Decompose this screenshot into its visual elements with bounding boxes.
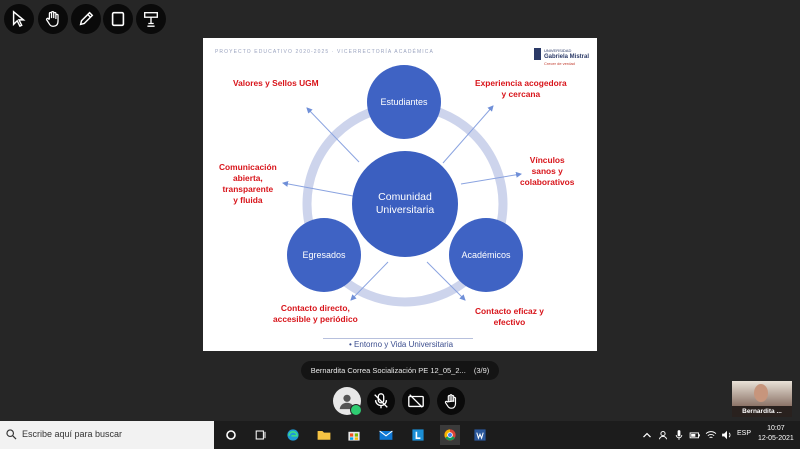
raise-hand-button[interactable] bbox=[437, 387, 465, 415]
stamp-tool[interactable] bbox=[136, 4, 166, 34]
cortana-icon bbox=[226, 430, 236, 440]
folder-icon bbox=[317, 431, 331, 440]
label-contact-effective: Contacto eficaz y efectivo bbox=[475, 306, 544, 327]
taskbar-clock[interactable]: 10:07 12-05-2021 bbox=[758, 424, 794, 444]
tray-network-status[interactable] bbox=[656, 425, 670, 445]
camera-button[interactable] bbox=[402, 387, 430, 415]
app-l-icon bbox=[412, 429, 424, 441]
wifi-icon bbox=[705, 431, 717, 439]
edge-icon bbox=[287, 429, 299, 441]
label-communication: Comunicación abierta, transparente y flu… bbox=[219, 162, 277, 205]
arrow-contact-direct bbox=[350, 261, 389, 301]
tray-language[interactable]: ESP bbox=[737, 430, 752, 437]
task-view-icon bbox=[255, 430, 266, 440]
cursor-select-tool[interactable] bbox=[4, 4, 34, 34]
volume-icon bbox=[722, 430, 731, 440]
arrow-communication bbox=[282, 180, 354, 197]
chrome-icon bbox=[444, 429, 456, 441]
mail-icon bbox=[379, 430, 393, 440]
presence-check-icon bbox=[350, 404, 362, 416]
profile-button[interactable] bbox=[333, 387, 362, 416]
windows-taskbar: Escribe aquí para buscar ESP bbox=[0, 421, 800, 449]
node-comunidad-universitaria: Comunidad Universitaria bbox=[352, 151, 458, 257]
microphone-icon bbox=[675, 430, 683, 440]
shared-slide: PROYECTO EDUCATIVO 2020-2025 · VICERRECT… bbox=[203, 38, 597, 351]
store-bag-icon bbox=[348, 431, 360, 441]
search-placeholder: Escribe aquí para buscar bbox=[22, 429, 123, 439]
pen-tool[interactable] bbox=[71, 4, 101, 34]
label-values: Valores y Sellos UGM bbox=[233, 78, 319, 88]
tray-microphone[interactable] bbox=[672, 425, 686, 445]
taskbar-word[interactable] bbox=[470, 425, 490, 445]
label-links: Vínculos sanos y colaborativos bbox=[520, 155, 575, 187]
footer-divider bbox=[323, 338, 473, 339]
participant-face bbox=[754, 384, 768, 402]
taskbar-search-box[interactable]: Escribe aquí para buscar bbox=[0, 421, 214, 449]
arrow-links bbox=[460, 171, 522, 185]
task-view-button[interactable] bbox=[251, 425, 271, 445]
logo-title-line2: Gabriela Mistral bbox=[544, 54, 590, 60]
mute-button[interactable] bbox=[367, 387, 395, 415]
shared-file-page: (3/9) bbox=[473, 366, 490, 375]
participant-video-thumbnail[interactable]: Bernardita ... bbox=[732, 381, 792, 417]
hand-raise-icon bbox=[444, 394, 457, 409]
node-estudiantes: Estudiantes bbox=[367, 65, 441, 139]
arrow-experience bbox=[442, 105, 494, 164]
participant-name: Bernardita ... bbox=[732, 406, 792, 417]
word-icon bbox=[474, 429, 486, 441]
rectangle-icon bbox=[111, 11, 125, 27]
taskbar-teams-l[interactable] bbox=[408, 425, 428, 445]
taskbar-mail[interactable] bbox=[376, 425, 396, 445]
slide-footer: • Entorno y Vida Universitaria bbox=[349, 340, 454, 349]
taskbar-file-explorer[interactable] bbox=[314, 425, 334, 445]
label-contact-direct: Contacto directo, accesible y periódico bbox=[273, 303, 358, 324]
people-icon bbox=[659, 431, 667, 440]
clock-time: 10:07 bbox=[767, 425, 785, 432]
camera-off-icon bbox=[408, 394, 424, 408]
tray-show-hidden[interactable] bbox=[640, 425, 654, 445]
shared-file-bar[interactable]: Bernardita Correa Socialización PE 12_05… bbox=[301, 361, 499, 380]
logo-mark-icon bbox=[534, 48, 541, 60]
rectangle-tool[interactable] bbox=[103, 4, 133, 34]
hand-icon bbox=[45, 10, 59, 27]
search-icon bbox=[6, 429, 17, 440]
node-academicos: Académicos bbox=[449, 218, 523, 292]
logo-subtitle: Crecer de verdad bbox=[544, 61, 575, 66]
taskbar-chrome[interactable] bbox=[440, 425, 460, 445]
label-experience: Experiencia acogedora y cercana bbox=[475, 78, 567, 99]
tray-battery[interactable] bbox=[688, 425, 702, 445]
taskbar-store[interactable] bbox=[344, 425, 364, 445]
clock-date: 12-05-2021 bbox=[758, 435, 794, 442]
tray-volume[interactable] bbox=[720, 425, 734, 445]
arrow-contact-effective bbox=[426, 261, 466, 301]
tray-wifi[interactable] bbox=[704, 425, 718, 445]
cortana-button[interactable] bbox=[221, 425, 241, 445]
chevron-up-icon bbox=[643, 432, 651, 438]
mic-off-icon bbox=[374, 393, 388, 409]
arrow-values bbox=[306, 107, 360, 163]
logo-title-line1: UNIVERSIDAD bbox=[544, 48, 572, 53]
slide-header: PROYECTO EDUCATIVO 2020-2025 · VICERRECT… bbox=[215, 49, 434, 55]
battery-icon bbox=[689, 432, 700, 439]
hand-tool[interactable] bbox=[38, 4, 68, 34]
university-logo: UNIVERSIDAD Gabriela Mistral Crecer de v… bbox=[534, 47, 594, 69]
pen-icon bbox=[79, 11, 94, 26]
taskbar-edge[interactable] bbox=[283, 425, 303, 445]
cursor-select-icon bbox=[12, 10, 26, 28]
node-egresados: Egresados bbox=[287, 218, 361, 292]
stamp-icon bbox=[144, 12, 158, 27]
shared-file-title: Bernardita Correa Socialización PE 12_05… bbox=[310, 366, 466, 375]
